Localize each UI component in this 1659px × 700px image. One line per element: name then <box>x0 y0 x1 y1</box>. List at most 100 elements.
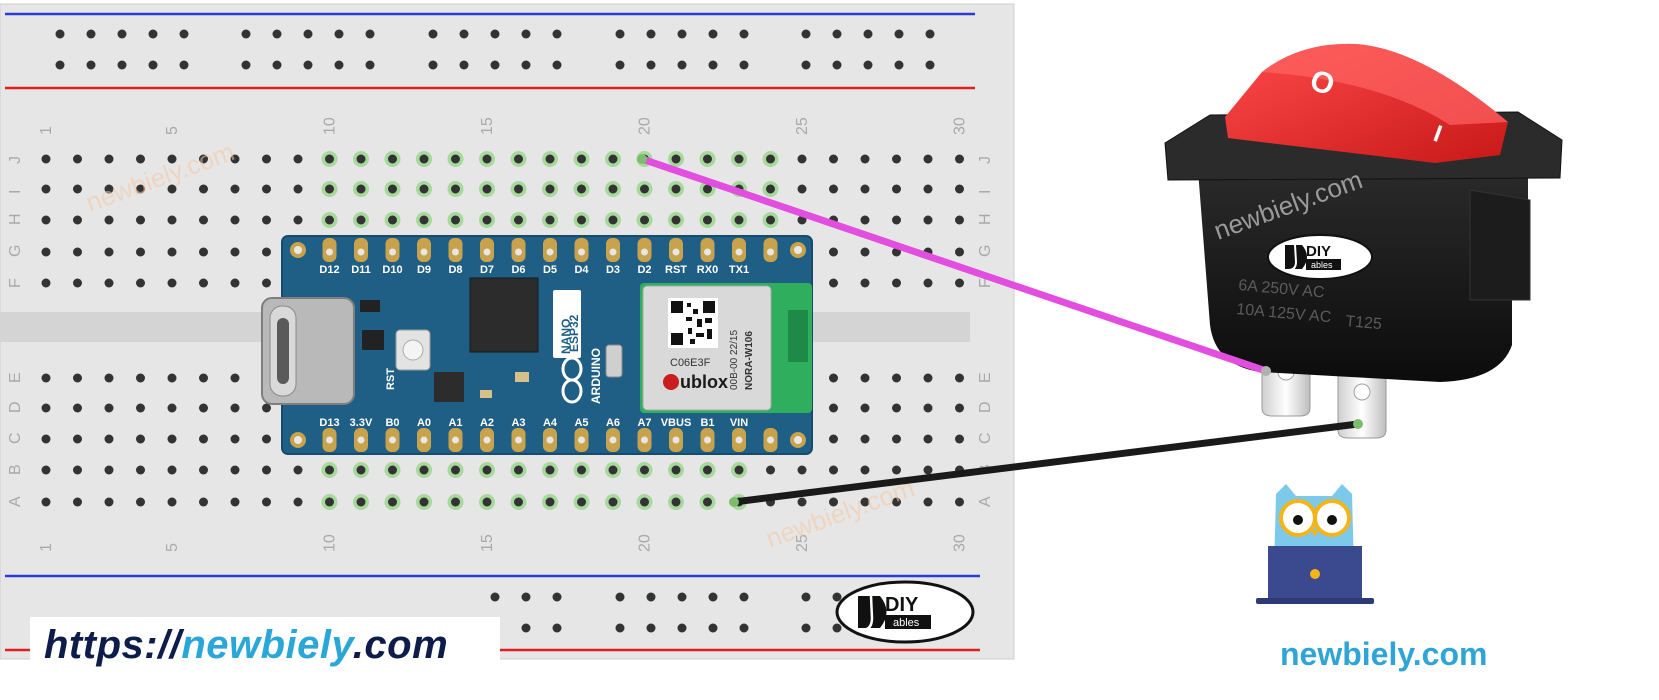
rail-hole <box>552 60 562 70</box>
terminal-hole <box>104 184 114 194</box>
reset-button-cap <box>402 339 424 361</box>
wire-pink-end <box>1261 366 1271 376</box>
rocker-switch: O I 6A 250V AC 10A 125V AC T125 DIY able… <box>1164 43 1563 439</box>
website-url[interactable]: https://newbiely.com <box>44 623 448 668</box>
terminal-hole <box>104 373 114 383</box>
board-pin-label: D10 <box>382 264 402 276</box>
url-prefix: https:// <box>44 623 182 667</box>
rail-hole <box>832 29 842 39</box>
terminal-hole <box>545 184 555 194</box>
terminal-hole <box>136 373 145 383</box>
module-name: NORA-W106 <box>744 331 755 390</box>
pin-hole <box>704 436 711 444</box>
terminal-hole <box>356 154 366 164</box>
terminal-hole <box>703 154 712 164</box>
pin-hole <box>515 248 522 256</box>
terminal-hole <box>136 247 145 257</box>
terminal-hole <box>671 154 681 164</box>
terminal-hole <box>514 497 523 507</box>
terminal-hole <box>892 465 901 475</box>
terminal-hole <box>104 247 114 257</box>
terminal-hole <box>671 215 681 225</box>
rail-hole <box>521 60 531 70</box>
column-number: 15 <box>479 534 496 552</box>
pin-hole <box>578 436 585 444</box>
terminal-hole <box>419 497 429 507</box>
terminal-hole <box>136 434 145 444</box>
terminal-hole <box>293 497 303 507</box>
pin-hole <box>704 248 711 256</box>
terminal-hole <box>955 247 964 257</box>
board-pin-pads <box>322 238 778 452</box>
url-domain: newbiely <box>181 623 353 667</box>
terminal-hole <box>262 497 271 507</box>
row-letter: H <box>977 213 994 225</box>
rail-hole <box>241 60 251 70</box>
board-pin-label: A7 <box>637 417 651 429</box>
mounting-hole <box>294 246 302 254</box>
terminal-hole <box>167 373 177 383</box>
module-brand: ublox <box>680 372 728 392</box>
terminal-hole <box>797 497 807 507</box>
board-pin-label: D5 <box>543 264 557 276</box>
terminal-hole <box>262 184 271 194</box>
board-pin-label: B0 <box>385 417 399 429</box>
terminal-hole <box>73 497 82 507</box>
terminal-hole <box>860 403 870 413</box>
terminal-hole <box>545 215 555 225</box>
terminal-hole <box>829 497 838 507</box>
model-line1: NANO <box>559 319 573 354</box>
terminal-hole <box>829 373 838 383</box>
rail-hole <box>646 623 656 633</box>
rail-hole <box>117 60 127 70</box>
terminal-hole <box>892 434 901 444</box>
rail-hole <box>708 29 718 39</box>
rail-hole <box>832 623 842 633</box>
terminal-hole <box>199 154 208 164</box>
board-pin-label: VIN <box>730 417 748 429</box>
board-pin-label: D7 <box>480 264 494 276</box>
column-number: 1 <box>38 543 55 552</box>
terminal-hole <box>167 215 177 225</box>
terminal-hole <box>388 184 397 194</box>
terminal-hole <box>136 465 145 475</box>
mounting-hole <box>794 436 802 444</box>
terminal-hole <box>923 465 933 475</box>
brand-text: newbiely.com <box>1280 636 1488 672</box>
row-letter: A <box>977 496 994 507</box>
terminal-hole <box>545 154 555 164</box>
terminal-hole <box>829 154 838 164</box>
terminal-hole <box>104 278 114 288</box>
mounting-hole <box>794 246 802 254</box>
terminal-hole <box>955 373 964 383</box>
terminal-hole <box>955 154 964 164</box>
column-number: 1 <box>38 126 55 135</box>
column-number: 15 <box>479 117 496 135</box>
terminal-hole <box>136 184 145 194</box>
rail-hole <box>894 60 904 70</box>
rail-hole <box>739 592 749 602</box>
terminal-hole <box>860 154 870 164</box>
terminal-hole <box>388 465 397 475</box>
terminal-hole <box>829 184 838 194</box>
terminal-hole <box>734 154 744 164</box>
terminal-hole <box>671 465 681 475</box>
row-letter: D <box>977 401 994 413</box>
terminal-hole <box>230 465 240 475</box>
terminal-hole <box>923 278 933 288</box>
terminal-hole <box>167 154 177 164</box>
pin-hole <box>357 248 365 256</box>
rail-hole <box>303 29 313 39</box>
pin-hole <box>483 248 491 256</box>
ublox-logo-icon <box>663 374 679 390</box>
terminal-hole <box>829 247 838 257</box>
terminal-hole <box>640 497 649 507</box>
terminal-hole <box>167 465 177 475</box>
module-id: 00B-00 22/15 <box>729 330 740 390</box>
board-pin-label: A1 <box>448 417 462 429</box>
terminal-hole <box>451 215 460 225</box>
rail-hole <box>646 60 656 70</box>
pin-hole <box>546 248 554 256</box>
